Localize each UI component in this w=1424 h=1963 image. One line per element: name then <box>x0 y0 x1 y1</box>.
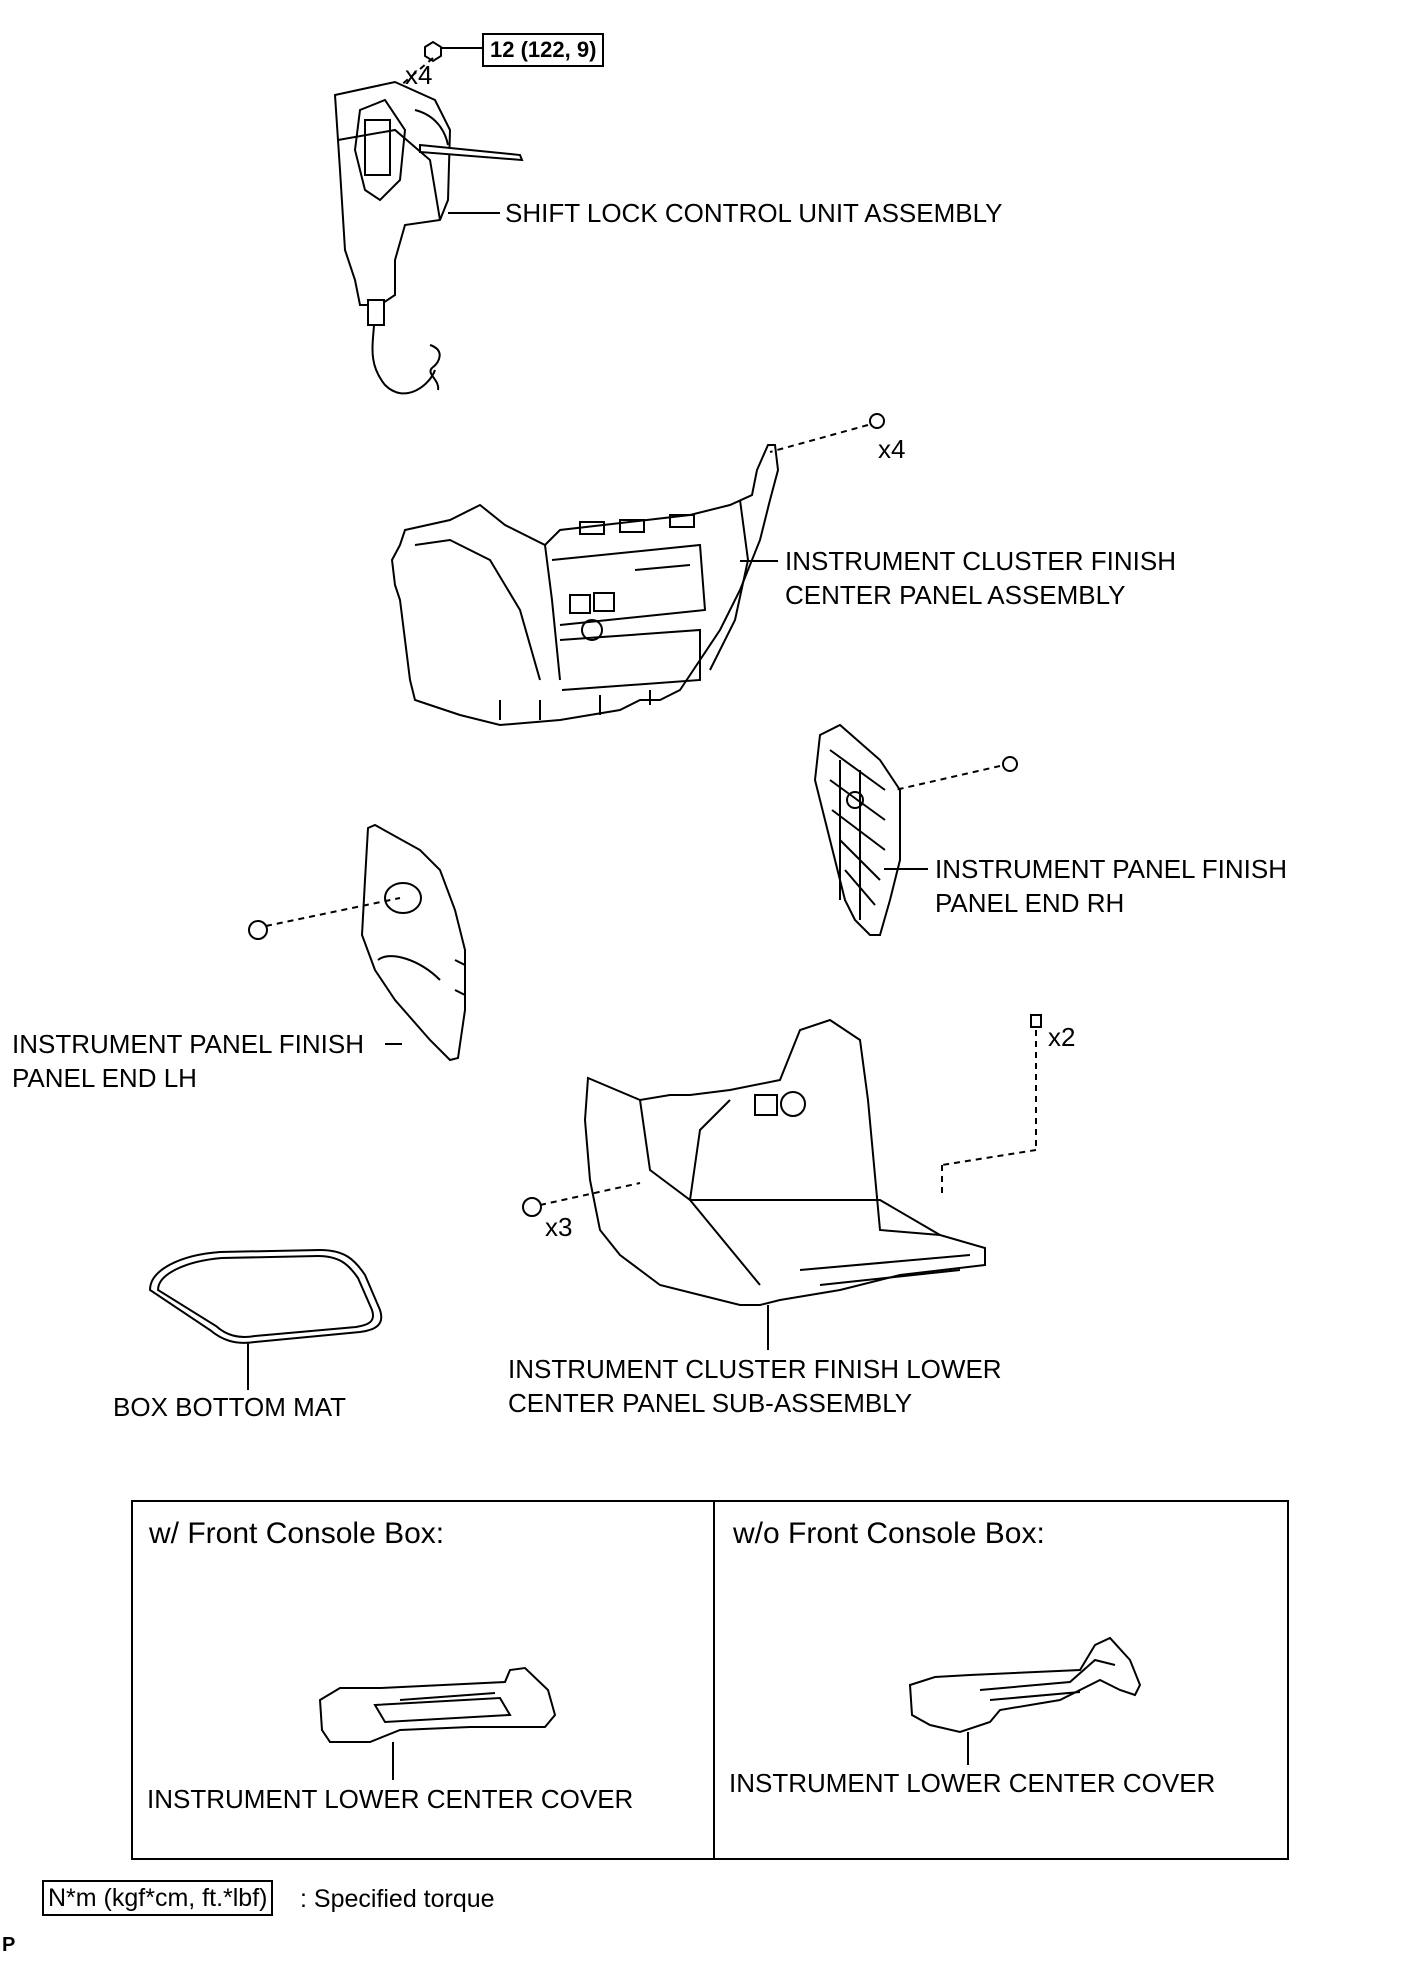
quantity-x2: x2 <box>1048 1022 1076 1052</box>
lower-center-panel-drawing <box>522 1014 1042 1350</box>
variant-table: w/ Front Console Box: w/o Front Console … <box>131 1500 1289 1860</box>
variant-part-with-console: INSTRUMENT LOWER CENTER COVER <box>147 1784 634 1814</box>
variant-part-without-console: INSTRUMENT LOWER CENTER COVER <box>729 1768 1216 1798</box>
corner-mark: P <box>2 1934 16 1956</box>
center-panel-drawing <box>390 413 885 727</box>
label-lower-center-panel-line2: CENTER PANEL SUB-ASSEMBLY <box>508 1388 913 1418</box>
label-panel-end-rh-line1: INSTRUMENT PANEL FINISH <box>935 854 1288 884</box>
lower-cover-without-console-drawing <box>908 1636 1142 1765</box>
lower-cover-with-console-drawing <box>318 1666 557 1780</box>
label-center-panel-line2: CENTER PANEL ASSEMBLY <box>785 580 1126 610</box>
label-panel-end-lh-line2: PANEL END LH <box>12 1063 197 1093</box>
label-panel-end-rh-line2: PANEL END RH <box>935 888 1125 918</box>
variant-divider <box>713 1502 715 1858</box>
variant-title-without-console: w/o Front Console Box: <box>733 1517 1045 1550</box>
quantity-x4-panel: x4 <box>878 434 906 464</box>
box-bottom-mat-drawing <box>148 1248 383 1390</box>
legend-torque-box: N*m (kgf*cm, ft.*lbf) <box>42 1880 274 1916</box>
label-box-bottom-mat: BOX BOTTOM MAT <box>113 1392 347 1422</box>
quantity-x4-top: x4 <box>405 60 433 90</box>
quantity-x3: x3 <box>545 1212 573 1242</box>
label-lower-center-panel-line1: INSTRUMENT CLUSTER FINISH LOWER <box>508 1354 1002 1384</box>
panel-end-rh-drawing <box>813 723 1018 936</box>
label-panel-end-lh-line1: INSTRUMENT PANEL FINISH <box>12 1029 365 1059</box>
variant-title-with-console: w/ Front Console Box: <box>149 1517 445 1550</box>
label-shift-lock-unit: SHIFT LOCK CONTROL UNIT ASSEMBLY <box>505 198 1003 228</box>
label-center-panel-line1: INSTRUMENT CLUSTER FINISH <box>785 546 1176 576</box>
legend-torque-text: : Specified torque <box>300 1885 495 1913</box>
torque-spec-box: 12 (122, 9) <box>482 33 605 67</box>
shift-lock-unit-drawing <box>333 40 524 395</box>
panel-end-lh-drawing <box>248 823 466 1062</box>
